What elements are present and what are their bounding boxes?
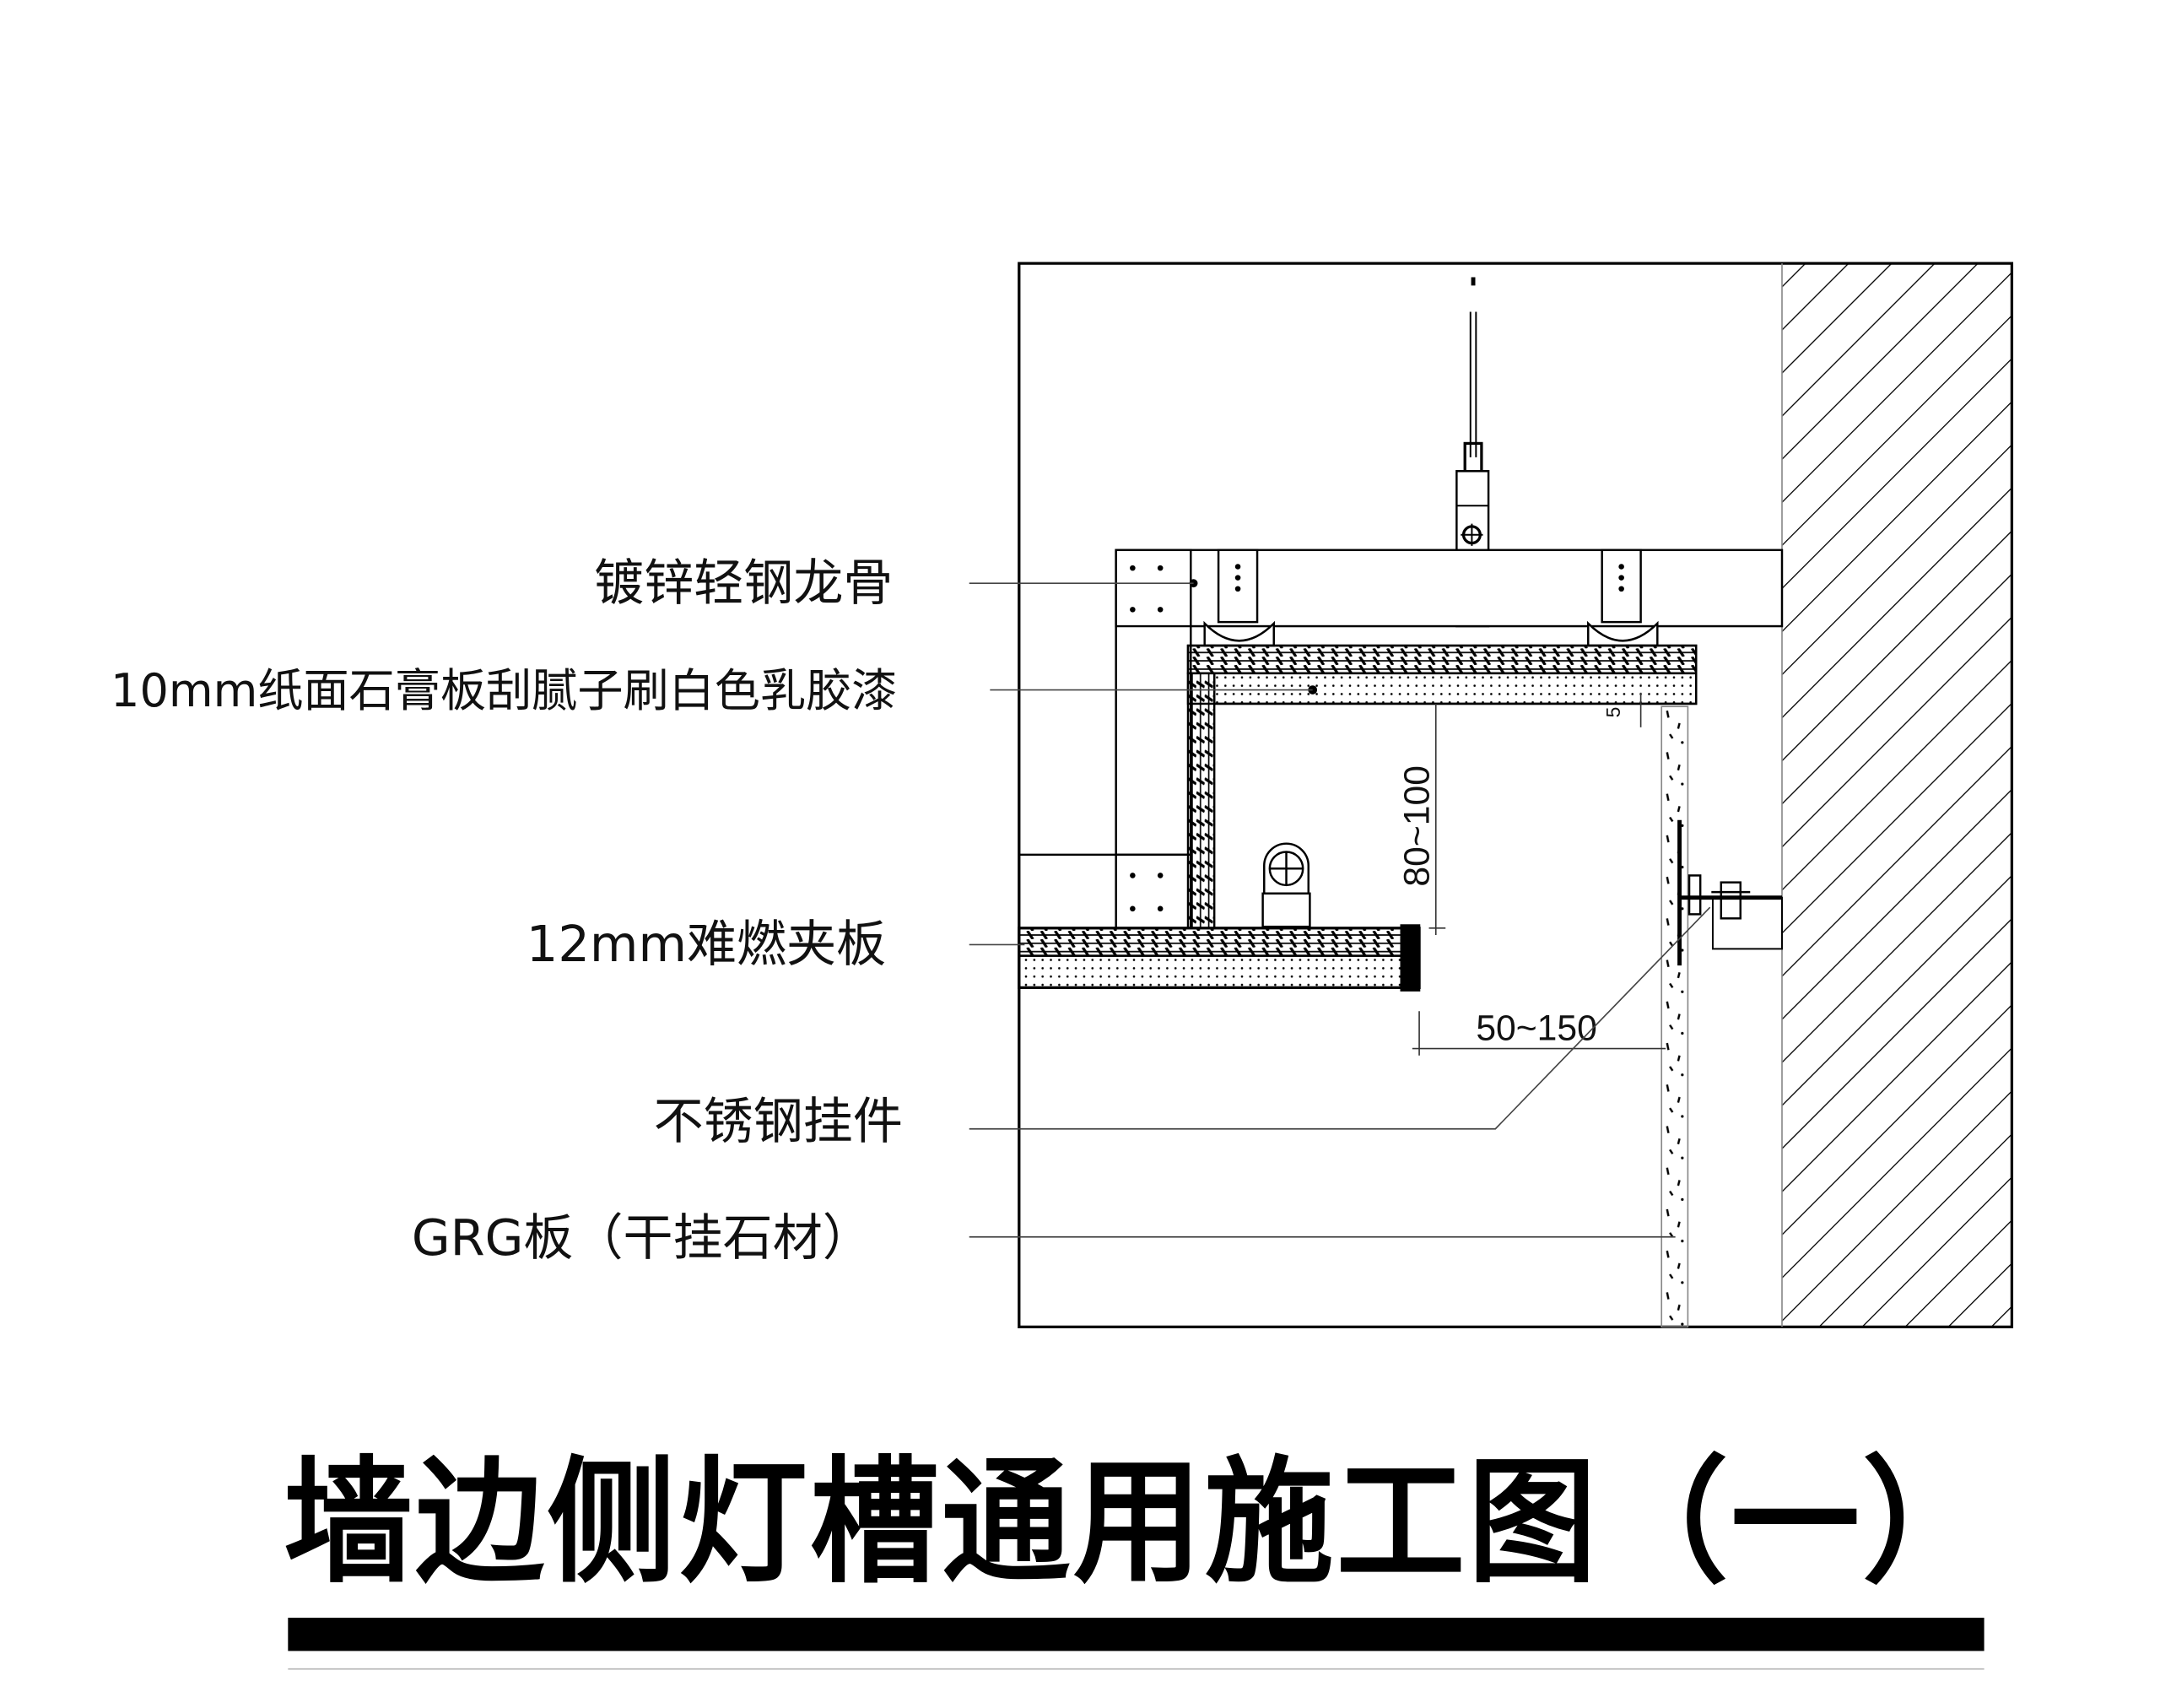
dimension-width: 50~150	[1412, 1008, 1666, 1056]
concrete-wall	[1781, 263, 2012, 1327]
dimension-gap: 5	[1602, 692, 1642, 727]
grg-board	[1660, 705, 1689, 1328]
label-gypsum-board: 10mm纸面石膏板刮腻子刷白色乳胶漆	[111, 664, 897, 717]
dimension-width-label: 50~150	[1476, 1008, 1597, 1049]
dimension-height: 80~100	[1397, 703, 1446, 935]
drawing-title: 墙边侧灯槽通用施工图（一）	[284, 1444, 1994, 1602]
ceiling-board	[1186, 644, 1698, 930]
label-stainless-hanger: 不锈钢挂件	[654, 1092, 903, 1150]
keel-clip	[1203, 549, 1659, 647]
label-grg-board: GRG板（干挂石材）	[412, 1208, 872, 1267]
light-fixture-icon	[1261, 842, 1311, 928]
leader-lines	[969, 582, 1711, 1238]
label-steel-keel: 镀锌轻钢龙骨	[594, 554, 893, 612]
stainless-bracket	[1677, 819, 1783, 966]
lower-board	[1018, 924, 1421, 992]
label-plywood: 12mm难燃夹板	[526, 915, 886, 973]
title-underline-bar	[288, 1618, 1984, 1651]
dimension-gap-label: 5	[1602, 707, 1624, 718]
dimension-height-label: 80~100	[1397, 765, 1438, 887]
